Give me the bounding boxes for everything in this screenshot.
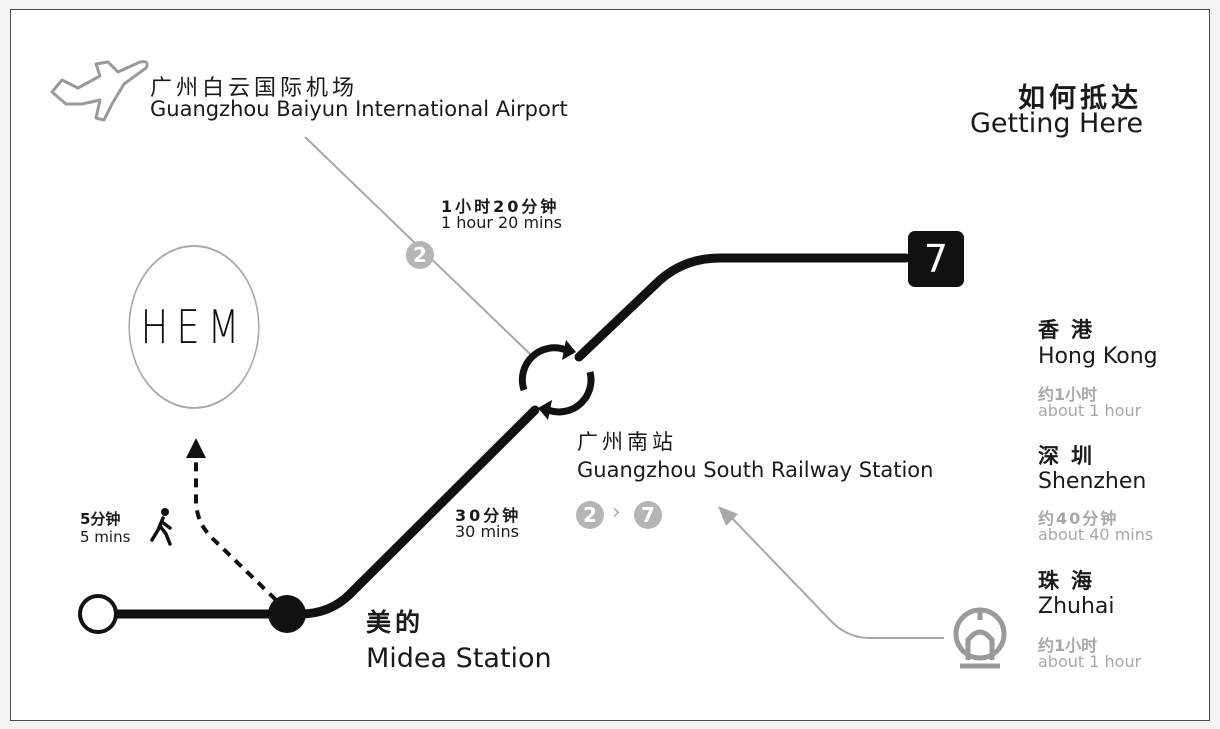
midea-station-marker xyxy=(268,595,306,633)
airport-trip-zh: 1小时20分钟 xyxy=(441,197,560,216)
walking-arrow-head xyxy=(186,438,206,458)
walk-time-en: 5 mins xyxy=(80,528,131,546)
destination-time-en: about 40 mins xyxy=(1038,525,1154,544)
airport-trip-en: 1 hour 20 mins xyxy=(441,213,562,232)
south-station-en: Guangzhou South Railway Station xyxy=(577,458,934,482)
railway-connector-line xyxy=(729,515,944,639)
walk-time-zh: 5分钟 xyxy=(80,510,121,528)
destination-time-en: about 1 hour xyxy=(1038,652,1142,671)
line-2-badge-transfer: 2 xyxy=(576,501,604,529)
destination-name-en: Hong Kong xyxy=(1038,344,1158,369)
destination-time-zh: 约1小时 xyxy=(1038,385,1098,404)
midea-station-zh: 美的 xyxy=(366,608,425,637)
transfer-chevron-icon: › xyxy=(612,500,621,525)
destination-name-en: Zhuhai xyxy=(1038,594,1115,619)
line-7-badge-transfer: 7 xyxy=(634,501,662,529)
south-station-zh: 广州南站 xyxy=(577,430,677,454)
transfer-arrows-icon xyxy=(518,344,595,416)
hem-logo-text: HEM xyxy=(140,300,248,354)
destination-time-zh: 约1小时 xyxy=(1038,636,1098,655)
destination-name-zh: 珠海 xyxy=(1038,569,1104,593)
destination-name-zh: 深圳 xyxy=(1038,444,1104,468)
airplane-icon xyxy=(50,60,149,122)
destination-name-zh: 香港 xyxy=(1038,318,1104,342)
midea-trip-zh: 30分钟 xyxy=(455,506,522,525)
midea-station-en: Midea Station xyxy=(366,643,552,674)
origin-station-marker xyxy=(78,594,118,634)
hem-logo: HEM xyxy=(128,245,260,409)
destination-time-en: about 1 hour xyxy=(1038,401,1142,420)
airport-name-zh: 广州白云国际机场 xyxy=(150,76,359,101)
walking-person-icon xyxy=(150,508,172,546)
railway-logo-icon xyxy=(953,607,1007,669)
airport-name-en: Guangzhou Baiyun International Airport xyxy=(150,97,568,121)
railway-arrow-head xyxy=(718,506,738,526)
heading-en: Getting Here xyxy=(970,108,1144,139)
destination-time-zh: 约40分钟 xyxy=(1038,509,1119,528)
metro-line-7-badge: 7 xyxy=(908,231,964,287)
heading-zh: 如何抵达 xyxy=(1018,83,1142,114)
midea-trip-en: 30 mins xyxy=(455,522,519,541)
line-2-badge-airport: 2 xyxy=(406,241,434,269)
destination-name-en: Shenzhen xyxy=(1038,469,1147,494)
walking-route xyxy=(194,460,278,602)
